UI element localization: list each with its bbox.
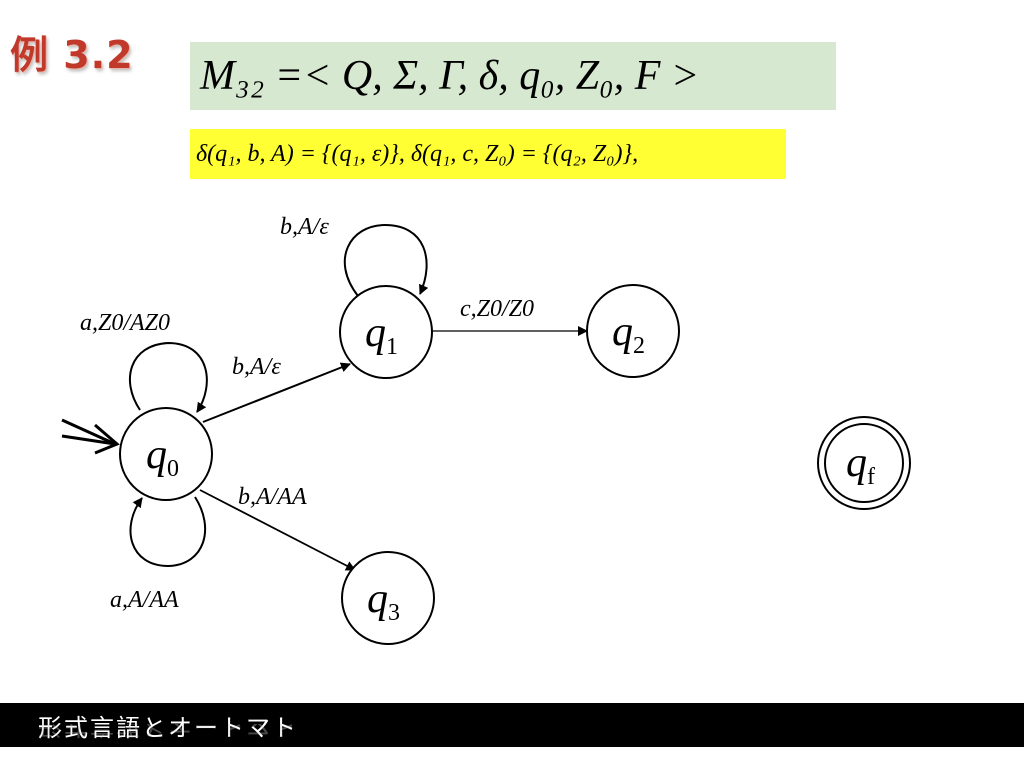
state-q3: q3 (341, 551, 435, 645)
state-qf-label: qf (846, 440, 875, 490)
state-q0-label: q0 (146, 432, 179, 482)
state-q2: q2 (586, 284, 680, 378)
label-q0-self-loop-top: a,Z0/AZ0 (80, 310, 170, 336)
label-q1-self-loop: b,A/ε (280, 214, 329, 240)
edge-q0-q1 (202, 362, 351, 423)
state-qf-accepting: qf (817, 416, 911, 510)
label-q0-q3: b,A/AA (238, 484, 307, 510)
pda-tuple-formula: M₃₂ =< Q, Σ, Γ, δ, q₀, Z₀, F > (190, 42, 836, 110)
edge-q0-q3 (199, 489, 356, 571)
state-q0: q0 (119, 407, 213, 501)
self-loop-q0-bottom (129, 496, 207, 568)
footer-reflection: 形式言語とオートマト (38, 724, 298, 740)
start-arrow-icon (61, 418, 120, 455)
state-q1: q1 (339, 285, 433, 379)
self-loop-q0-top (128, 341, 208, 413)
label-q0-q1: b,A/ε (232, 354, 281, 380)
state-q3-label: q3 (367, 576, 400, 626)
label-q1-q2: c,Z0/Z0 (460, 296, 534, 322)
pda-state-diagram: q0 q1 q2 q3 qf b,A/ε a,Z0/AZ0 b,A/ε c,Z0… (61, 214, 911, 645)
state-q1-label: q1 (365, 310, 398, 360)
footer-course-title: 形式言語とオートマト (38, 714, 298, 742)
label-q0-self-loop-bottom: a,A/AA (110, 587, 179, 613)
footer-bar (0, 703, 1024, 747)
slide-title: 例 3.2 (10, 33, 134, 77)
state-q2-label: q2 (612, 309, 645, 359)
transition-function-formula: δ(q₁, b, A) = {(q₁, ε)}, δ(q₁, c, Z₀) = … (190, 129, 786, 179)
self-loop-q1 (343, 223, 429, 297)
